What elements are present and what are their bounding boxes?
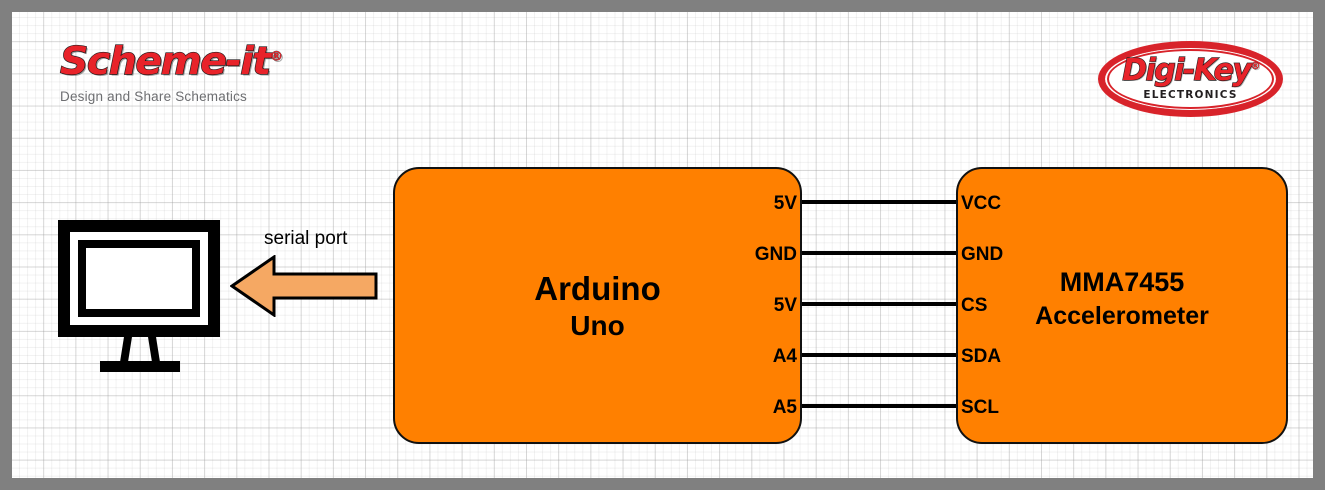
block-mma7455-accelerometer[interactable]: MMA7455 Accelerometer VCC GND CS SDA SCL: [956, 167, 1288, 444]
digikey-subtitle: ELECTRONICS: [1143, 89, 1238, 101]
schemeit-registered-icon: ®: [269, 49, 283, 65]
pin-arduino-a5: A5: [772, 397, 797, 418]
pin-accel-gnd: GND: [961, 244, 1004, 265]
digikey-wordmark-text: Digi-Key: [1122, 53, 1253, 88]
monitor-stand-left: [119, 336, 133, 363]
schemeit-wordmark: Scheme-it®: [59, 39, 283, 83]
schemeit-tagline: Design and Share Schematics: [60, 89, 247, 104]
monitor-base: [100, 361, 180, 372]
pin-arduino-a4: A4: [772, 346, 797, 367]
pin-accel-sda: SDA: [961, 346, 1002, 367]
block-arduino-title: Arduino: [534, 270, 661, 307]
pin-accel-scl: SCL: [961, 397, 999, 418]
serial-port-label: serial port: [264, 228, 348, 249]
serial-port-arrow-icon: [230, 255, 378, 317]
monitor-stand-right: [147, 336, 161, 363]
wire-5v-cs: [802, 302, 958, 306]
pin-arduino-5v-vcc: 5V: [773, 193, 797, 214]
wire-gnd-gnd: [802, 251, 958, 255]
digikey-inner-oval-shape: [1107, 49, 1274, 109]
monitor-screen: [78, 240, 200, 317]
block-arduino-subtitle: Uno: [570, 310, 625, 341]
digikey-registered-icon: ®: [1250, 61, 1260, 72]
block-accel-subtitle: Accelerometer: [1035, 302, 1209, 330]
wire-a5-scl: [802, 404, 958, 408]
digikey-wordmark: Digi-Key®: [1098, 53, 1283, 88]
block-accel-title: MMA7455: [1059, 267, 1185, 297]
schemeit-logo: Scheme-it® Design and Share Schematics: [59, 41, 283, 122]
pin-arduino-gnd: GND: [754, 244, 797, 265]
drawing-sheet: Scheme-it® Design and Share Schematics D…: [12, 12, 1313, 478]
arrow-left-shape: [230, 255, 378, 317]
block-arduino-uno[interactable]: Arduino Uno 5V GND 5V A4 A5: [393, 167, 802, 444]
schemeit-wordmark-text: Scheme-it: [59, 39, 272, 83]
pin-accel-cs: CS: [961, 295, 988, 316]
wire-a4-sda: [802, 353, 958, 357]
digikey-logo: Digi-Key® ELECTRONICS: [1098, 41, 1283, 117]
wire-5v-vcc: [802, 200, 958, 204]
pin-accel-vcc: VCC: [961, 193, 1002, 214]
pin-arduino-5v-cs: 5V: [773, 295, 797, 316]
computer-monitor-icon: [58, 220, 220, 372]
